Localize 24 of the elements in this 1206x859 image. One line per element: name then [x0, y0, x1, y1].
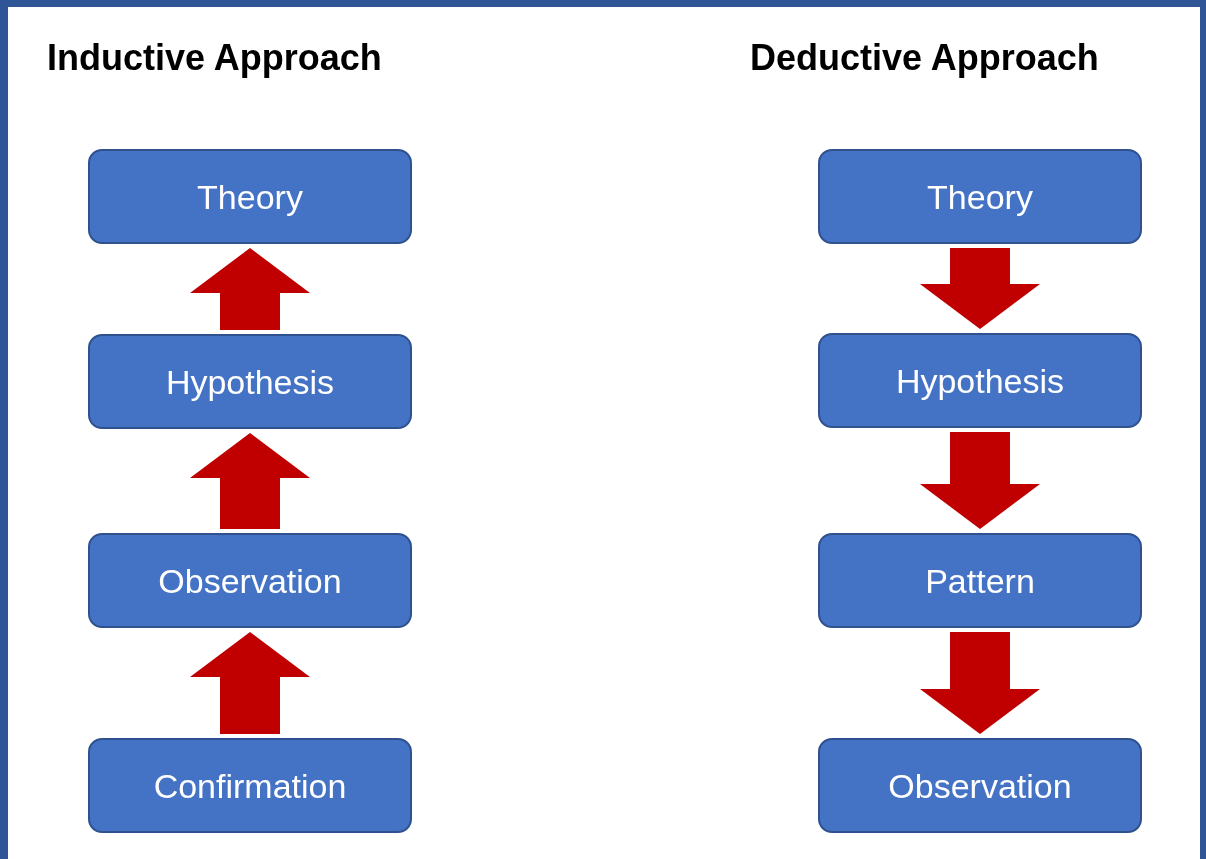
process-box — [818, 149, 1142, 244]
box-label: Theory — [927, 176, 1033, 217]
process-box — [818, 333, 1142, 428]
box-label: Observation — [888, 765, 1072, 806]
process-box — [88, 149, 412, 244]
process-box — [818, 533, 1142, 628]
block-arrow — [920, 632, 1040, 734]
block-arrow — [190, 632, 310, 734]
box-label: Confirmation — [153, 765, 347, 806]
process-box — [818, 738, 1142, 833]
block-arrow — [920, 432, 1040, 529]
column-heading: Deductive Approach — [750, 36, 1099, 80]
box-label: Hypothesis — [895, 360, 1065, 401]
process-box — [88, 334, 412, 429]
box-label: Theory — [197, 176, 303, 217]
column-heading: Inductive Approach — [47, 36, 382, 80]
block-arrow — [190, 433, 310, 529]
block-arrow — [920, 248, 1040, 329]
box-label: Pattern — [925, 560, 1035, 601]
box-label: Hypothesis — [165, 361, 335, 402]
box-label: Observation — [158, 560, 342, 601]
block-arrow — [190, 248, 310, 330]
process-box — [88, 738, 412, 833]
process-box — [88, 533, 412, 628]
